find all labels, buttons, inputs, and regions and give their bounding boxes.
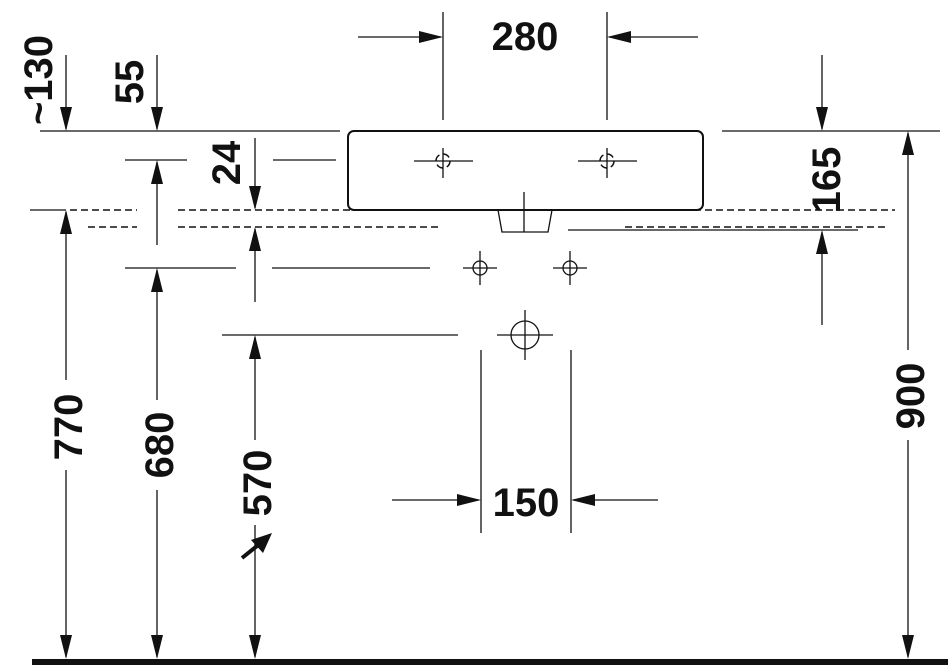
supply-connection-left	[463, 251, 497, 285]
dim-label-680: 680	[138, 412, 182, 479]
dim-label-approx-130: ~130	[17, 35, 61, 125]
dim-label-24: 24	[205, 140, 249, 185]
tap-hole-left	[414, 148, 473, 178]
dim-label-770: 770	[47, 394, 91, 461]
dimension-lines	[60, 31, 914, 659]
dim-label-900: 900	[889, 363, 933, 430]
supply-connection-right	[553, 251, 587, 285]
dim-label-165: 165	[805, 147, 849, 214]
diagonal-arrow-icon	[240, 533, 272, 560]
washbasin	[347, 130, 704, 233]
dashed-reference-lines	[70, 209, 895, 228]
dim-label-280: 280	[492, 15, 559, 59]
dim-label-570: 570	[236, 450, 280, 517]
dim-label-55: 55	[108, 60, 152, 105]
tap-hole-right	[578, 148, 637, 178]
extension-lines	[30, 12, 940, 533]
drain-outlet	[497, 310, 553, 360]
dim-label-150: 150	[493, 481, 560, 525]
